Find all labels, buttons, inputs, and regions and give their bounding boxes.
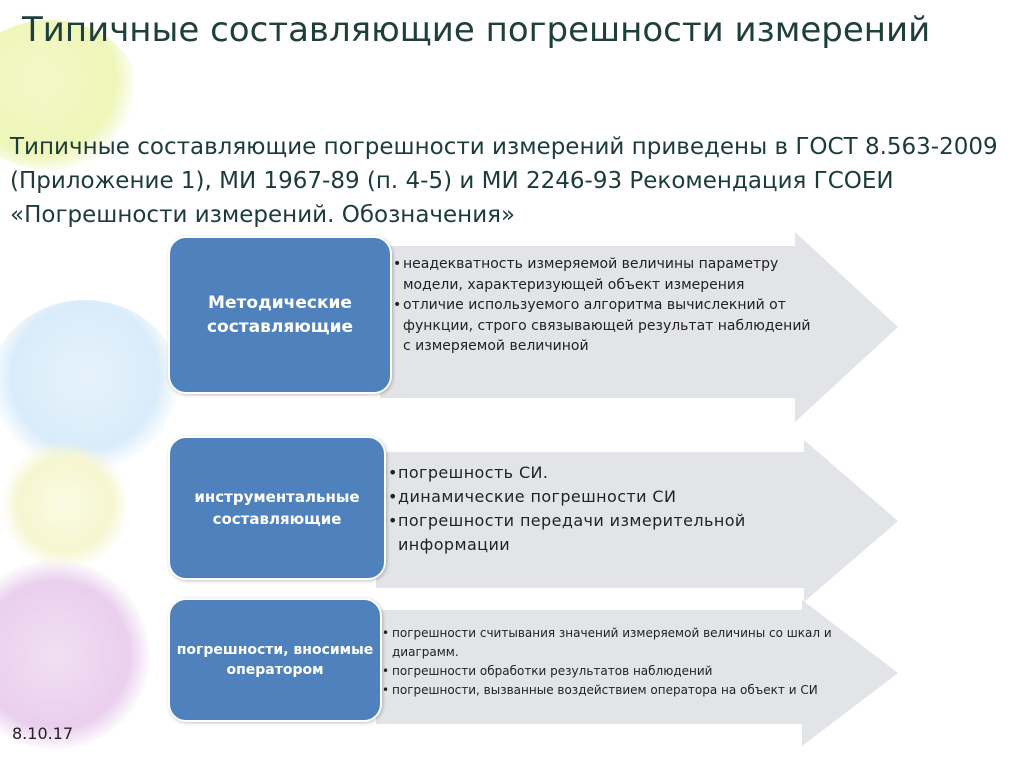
category-methodical: Методические составляющие [168,236,392,394]
list-item: отличие используемого алгоритма вычислек… [393,295,813,357]
decorative-balloon-blue [0,300,180,470]
list-item: погрешность СИ. [388,461,808,485]
list-item: погрешности, вызванные воздействием опер… [382,681,842,700]
slide-title: Типичные составляющие погрешности измере… [22,10,931,50]
methodical-list: неадекватность измеряемой величины парам… [393,254,813,357]
list-item: динамические погрешности СИ [388,485,808,509]
list-item: погрешности считывания значений измеряем… [382,624,842,662]
decorative-balloon-cream [0,440,130,570]
operator-list: погрешности считывания значений измеряем… [382,624,842,700]
category-label: Методические составляющие [206,293,354,337]
intro-paragraph: Типичные составляющие погрешности измере… [10,134,998,228]
list-item: погрешности передачи измерительной инфор… [388,509,808,557]
category-label: погрешности, вносимые оператором [176,642,374,678]
decorative-balloon-yellow [0,20,140,170]
category-instrumental: инструментальные составляющие [168,436,386,580]
list-item: погрешности обработки результатов наблюд… [382,662,842,681]
category-label: инструментальные составляющие [194,488,360,528]
list-item: неадекватность измеряемой величины парам… [393,254,813,295]
instrumental-list: погрешность СИ. динамические погрешности… [388,461,808,557]
slide-date: 8.10.17 [12,724,74,743]
decorative-balloon-pink [0,560,150,750]
category-operator: погрешности, вносимые оператором [168,598,382,722]
